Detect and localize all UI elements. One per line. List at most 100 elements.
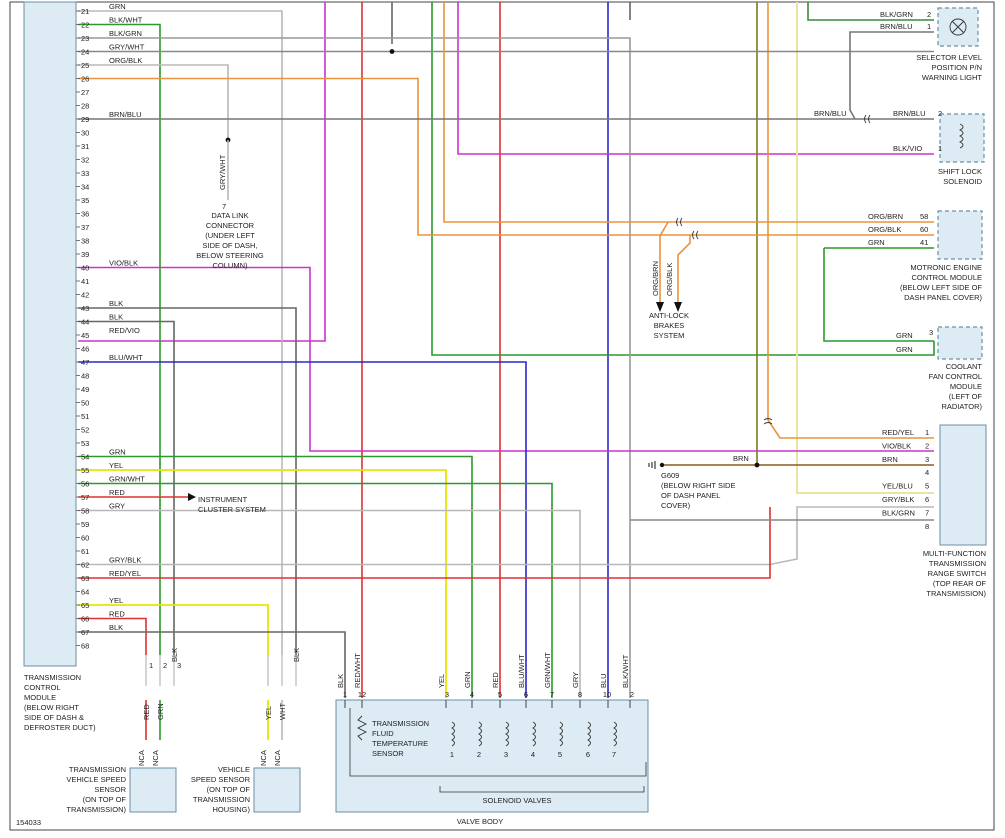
tcm-pin-number: 68 — [81, 642, 89, 651]
valve-body-pin-number: 3 — [445, 690, 449, 699]
tft-sensor-caption: FLUID — [372, 729, 394, 738]
coolant-caption: FAN CONTROL — [929, 372, 982, 381]
valve-body-pin-number: 4 — [470, 690, 474, 699]
range-switch-pin-label: YEL/BLU — [882, 482, 913, 491]
tcm-pin-number: 44 — [81, 318, 89, 327]
wire-58-gry — [78, 509, 581, 698]
tcm-pin-number: 63 — [81, 574, 89, 583]
selector-pin-number: 1 — [927, 22, 931, 31]
wire-org-brn — [443, 2, 670, 302]
wires — [78, 2, 935, 740]
tcm-wire-label: RED — [109, 488, 125, 497]
valve-body-pin-label: GRY — [571, 672, 580, 688]
solenoid-bracket — [439, 786, 645, 793]
motronic-pin-number: 60 — [920, 225, 928, 234]
tcm-pin-number: 42 — [81, 291, 89, 300]
brn-blu-label: BRN/BLU — [814, 109, 847, 118]
valve-body-pin-number: 2 — [630, 690, 634, 699]
coolant-pin-number: 3 — [929, 328, 933, 337]
tcm-pin-number: 40 — [81, 264, 89, 273]
range-switch-pin-number: 2 — [925, 441, 929, 450]
tft-sensor-caption: TRANSMISSION — [372, 719, 429, 728]
dlc-wire-label: GRY/WHT — [218, 154, 227, 190]
selector-pin-label: BLK/GRN — [880, 10, 913, 19]
tcm-pin-number: 21 — [81, 7, 89, 16]
tcm-pin-number: 22 — [81, 21, 89, 30]
range-switch-pin-label: GRY/BLK — [882, 495, 914, 504]
dlc-pin: 7 — [222, 202, 226, 211]
solenoid-coil-icon — [532, 721, 536, 747]
components — [23, 1, 987, 813]
valve-body-pin-label: BLK — [336, 674, 345, 688]
tcm-caption: SIDE OF DASH & — [24, 713, 84, 722]
vss-caption: SPEED SENSOR — [191, 775, 251, 784]
lamp-icon — [949, 18, 967, 36]
solenoid-number: 2 — [477, 750, 481, 759]
diagram-frame — [9, 1, 995, 831]
vss-pin-label: YEL — [264, 706, 273, 720]
tft-sensor-caption: SENSOR — [372, 749, 404, 758]
tcm-wire-label: GRN — [109, 2, 126, 11]
motronic-pin-number: 58 — [920, 212, 928, 221]
vss-nca: NCA — [259, 750, 268, 766]
solenoid-valves-label: SOLENOID VALVES — [483, 796, 552, 805]
tcm-pin-number: 28 — [81, 102, 89, 111]
valve-body-pin-number: 6 — [524, 690, 528, 699]
wire-63-red-yel — [78, 507, 771, 579]
range-switch-pin-number: 1 — [925, 428, 929, 437]
motronic-caption: CONTROL MODULE — [911, 273, 982, 282]
vss-pin-label: WHT — [278, 703, 287, 720]
selector-caption: WARNING LIGHT — [922, 73, 983, 82]
valve-body-pin-label: BLK/WHT — [621, 654, 630, 688]
vss-pin-label: BLK — [292, 648, 301, 662]
tcm-pin-number: 65 — [81, 601, 89, 610]
coolant-caption: COOLANT — [946, 362, 983, 371]
tcm-pin-number: 39 — [81, 250, 89, 259]
valve-body-title: VALVE BODY — [457, 817, 503, 826]
abs-wire-label: ORG/BLK — [665, 263, 674, 296]
range-switch-caption: RANGE SWITCH — [928, 569, 986, 578]
tvss-nca: NCA — [151, 750, 160, 766]
motronic-caption: MOTRONIC ENGINE — [910, 263, 982, 272]
tcm-pin-number: 25 — [81, 61, 89, 70]
vss-caption: VEHICLE — [218, 765, 250, 774]
wire-40-vio-blk — [78, 266, 934, 452]
wire-red-vio — [78, 2, 326, 342]
tcm-pin-number: 38 — [81, 237, 89, 246]
tvss-caption: (ON TOP OF — [83, 795, 127, 804]
dlc-caption: COLUMN) — [213, 261, 249, 270]
valve-body-pin-number: 10 — [603, 690, 611, 699]
wire-25-dlc — [78, 64, 229, 140]
tcm-wire-label: BLK — [109, 299, 123, 308]
tvss-pin-label: GRN — [156, 703, 165, 720]
vss-nca: NCA — [273, 750, 282, 766]
arrow-head — [188, 493, 196, 501]
tcm-wire-label: YEL — [109, 596, 123, 605]
tvss-caption: TRANSMISSION — [69, 765, 126, 774]
tvss-box — [129, 767, 177, 813]
valve-body-pin-number: 12 — [358, 690, 366, 699]
coolant-pin-label: GRN — [896, 345, 913, 354]
labels: 2122232425262728293031323334353637383940… — [16, 2, 986, 827]
solenoid-coil-icon — [613, 721, 617, 747]
tcm-wire-label: BLK — [109, 623, 123, 632]
instrument-cluster-label: INSTRUMENT — [198, 495, 248, 504]
tvss-pin-label: BLK — [170, 648, 179, 662]
vss-caption: HOUSING) — [213, 805, 251, 814]
ground-dot — [659, 462, 665, 468]
range-switch-pin-number: 7 — [925, 508, 929, 517]
tcm-wire-label: RED — [109, 610, 125, 619]
wire-yel-blu — [796, 2, 934, 494]
shift-lock-pin-number: 2 — [938, 109, 942, 118]
tcm-pin-number: 48 — [81, 372, 89, 381]
tcm-pin-number: 62 — [81, 561, 89, 570]
tvss-pin-number: 2 — [163, 661, 167, 670]
tcm-wire-label: BRN/BLU — [109, 110, 142, 119]
connector-mark — [864, 114, 871, 124]
wire-brn-blu-light — [849, 31, 934, 120]
abs-arrow-1 — [656, 302, 664, 312]
valve-body-pin-number: 7 — [550, 690, 554, 699]
tcm-pin-number: 34 — [81, 183, 89, 192]
tcm-pin-number: 64 — [81, 588, 89, 597]
tvss-nca: NCA — [137, 750, 146, 766]
